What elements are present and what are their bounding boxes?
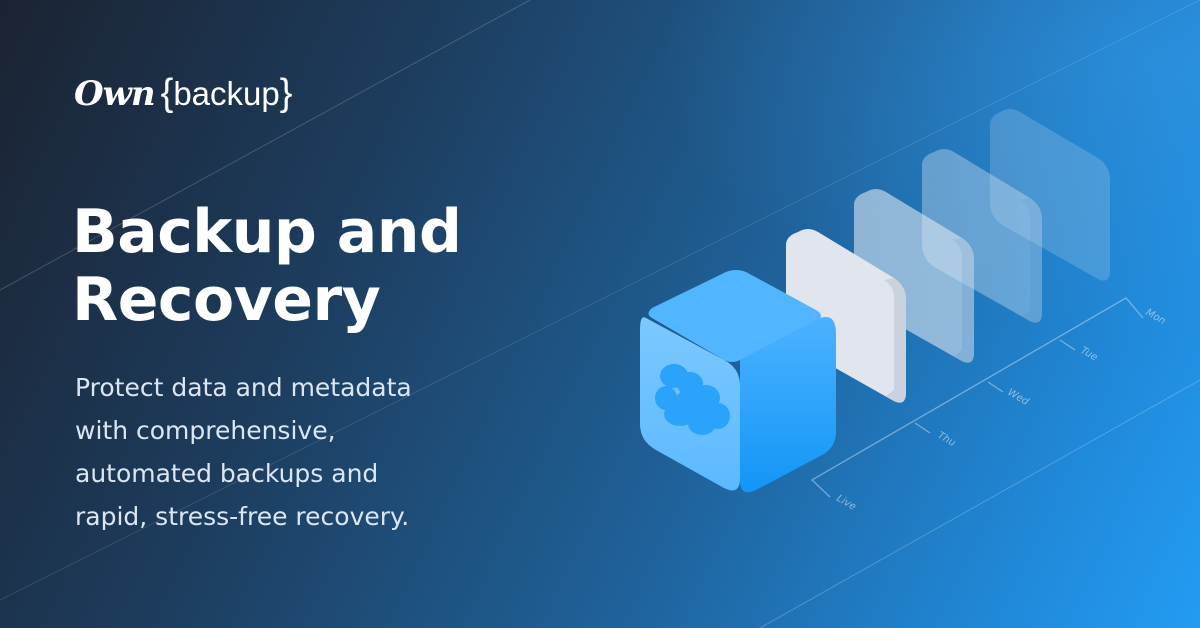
snapshot-tue <box>922 149 1042 323</box>
title-line-2: Recovery <box>72 265 381 335</box>
snapshot-thu <box>786 229 906 403</box>
title-line-1: Backup and <box>72 197 462 267</box>
page-title: Backup and Recovery <box>72 197 462 335</box>
logo-brace-close: } <box>279 72 293 114</box>
timeline <box>810 297 1144 498</box>
logo-brace-open: { <box>160 72 174 114</box>
timeline-label-wed: Wed <box>1006 387 1031 408</box>
logo-word: backup <box>173 75 280 112</box>
description: Protect data and metadata with comprehen… <box>75 366 412 538</box>
cloud-icon <box>655 364 730 435</box>
snapshot-mon <box>990 109 1110 281</box>
timeline-label-mon: Mon <box>1144 307 1168 327</box>
timeline-label-tue: Tue <box>1079 345 1100 363</box>
description-line-3: automated backups and <box>75 459 379 488</box>
snapshot-wed <box>854 189 974 363</box>
live-data-cube <box>640 270 836 493</box>
timeline-label-thu: Thu <box>936 430 958 449</box>
timeline-label-live: Live <box>835 493 858 513</box>
description-line-2: with comprehensive, <box>75 416 336 445</box>
ownbackup-logo: Own { backup } <box>74 72 292 115</box>
description-line-4: rapid, stress-free recovery. <box>75 502 410 531</box>
description-line-1: Protect data and metadata <box>75 373 412 402</box>
logo-own: Own <box>74 74 156 114</box>
